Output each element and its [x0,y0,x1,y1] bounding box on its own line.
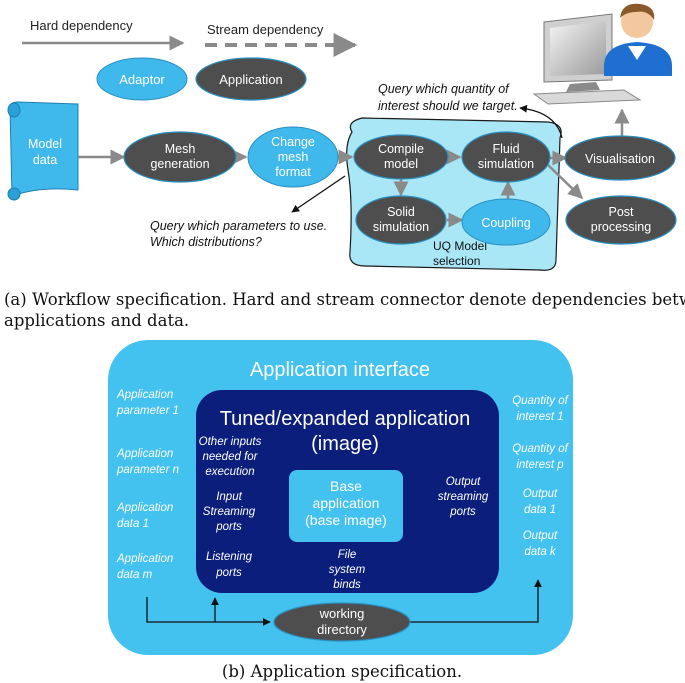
solid-simulation-line2: simulation [373,220,429,234]
query-bottom-line2: Which distributions? [150,235,262,249]
coupling-label: Coupling [481,216,530,230]
output-streaming-line2: streaming [438,491,489,503]
post-processing-line2: processing [591,220,651,234]
model-data-line2: data [33,153,57,167]
computer-user-icon [532,3,672,105]
legend-adaptor-node [96,57,188,101]
output-streaming-line3: ports [449,506,476,518]
app-data-1-line2: data 1 [117,518,149,530]
change-mesh-format-line2: mesh [278,150,309,164]
compile-model-line2: model [384,157,418,171]
app-param-1-line2: parameter 1 [116,405,179,417]
base-line1: Base [330,478,362,494]
mesh-generation-line1: Mesh [165,142,196,156]
app-data-m-line1: Application [116,553,173,565]
change-mesh-format-node [247,126,339,188]
qoi-1-line2: interest 1 [516,411,563,423]
post-processing-node [565,195,677,245]
uq-label-line1: UQ Model [433,239,487,253]
legend-stream-label: Stream dependency [207,22,324,37]
working-directory-node [273,602,411,642]
input-streaming-line2: Streaming [203,506,256,518]
query-top-line2: interest should we target. [378,99,518,113]
app-data-m-line2: data m [117,569,153,581]
coupling-node [461,198,551,246]
base-line2: application [313,495,380,511]
uq-label-line2: selection [433,254,480,268]
base-application-box [289,470,403,542]
output-data-1-line1: Output [523,488,558,500]
output-data-1-line2: data 1 [524,504,556,516]
mesh-generation-node [123,131,237,183]
caption-a-line2: applications and data. [4,311,189,330]
working-directory-line1: working [319,606,365,621]
other-inputs-line1: Other inputs [199,436,262,448]
right-output-labels: Quantity of interest 1 Quantity of inter… [512,395,569,558]
app-param-n-line2: parameter n [116,464,179,476]
output-data-k-line2: data k [524,546,557,558]
legend-hard-label: Hard dependency [30,18,133,33]
caption-a-line1: (a) Workflow specification. Hard and str… [4,290,685,309]
legend-application-node [195,57,307,101]
tuned-title-line2: (image) [311,433,379,455]
tuned-title-line1: Tuned/expanded application [220,408,471,430]
change-mesh-format-line3: format [275,165,311,179]
compile-model-node [353,134,449,180]
visualisation-node [564,135,676,181]
caption-b: (b) Application specification. [222,662,462,681]
file-system-line3: binds [333,579,361,591]
legend-adaptor-label: Adaptor [119,72,165,87]
input-streaming-line3: ports [215,521,242,533]
visualisation-label: Visualisation [585,152,655,166]
application-interface-title: Application interface [250,359,430,381]
solid-simulation-node [355,195,447,245]
fluid-simulation-line2: simulation [478,157,534,171]
file-system-line1: File [338,549,357,561]
model-data-node: Model data [7,101,79,201]
other-inputs-line3: execution [205,466,254,478]
legend-application-label: Application [219,72,283,87]
query-bottom-line1: Query which parameters to use. [150,219,327,233]
other-inputs-line2: needed for [203,451,259,463]
working-directory-line2: directory [317,622,367,637]
left-input-labels: Application parameter 1 Application para… [116,389,179,581]
qoi-1-line1: Quantity of [512,395,569,407]
qoi-p-line1: Quantity of [512,443,569,455]
post-processing-line1: Post [608,205,634,219]
workflow-arrows [78,104,630,228]
fluid-simulation-line1: Fluid [492,142,519,156]
listening-ports-line2: ports [215,567,242,579]
file-system-line2: system [329,564,366,576]
model-data-line1: Model [28,137,62,151]
app-data-1-line1: Application [116,502,173,514]
qoi-p-line2: interest p [516,459,564,471]
query-top-line1: Query which quantity of [378,82,510,96]
mesh-generation-line2: generation [150,157,209,171]
inner-labels: Other inputs needed for execution Input … [199,436,489,591]
base-line3: (base image) [305,512,387,528]
change-mesh-format-line1: Change [271,135,315,149]
legend: Hard dependency Stream dependency Adapto… [22,18,358,101]
compile-model-line1: Compile [378,142,424,156]
fluid-simulation-node [461,131,551,183]
io-connectors [146,579,542,626]
input-streaming-line1: Input [216,491,242,503]
solid-simulation-line1: Solid [387,205,415,219]
output-streaming-line1: Output [446,476,481,488]
app-param-n-line1: Application [116,448,173,460]
app-param-1-line1: Application [116,389,173,401]
output-data-k-line1: Output [523,530,558,542]
listening-ports-line1: Listening [206,551,253,563]
